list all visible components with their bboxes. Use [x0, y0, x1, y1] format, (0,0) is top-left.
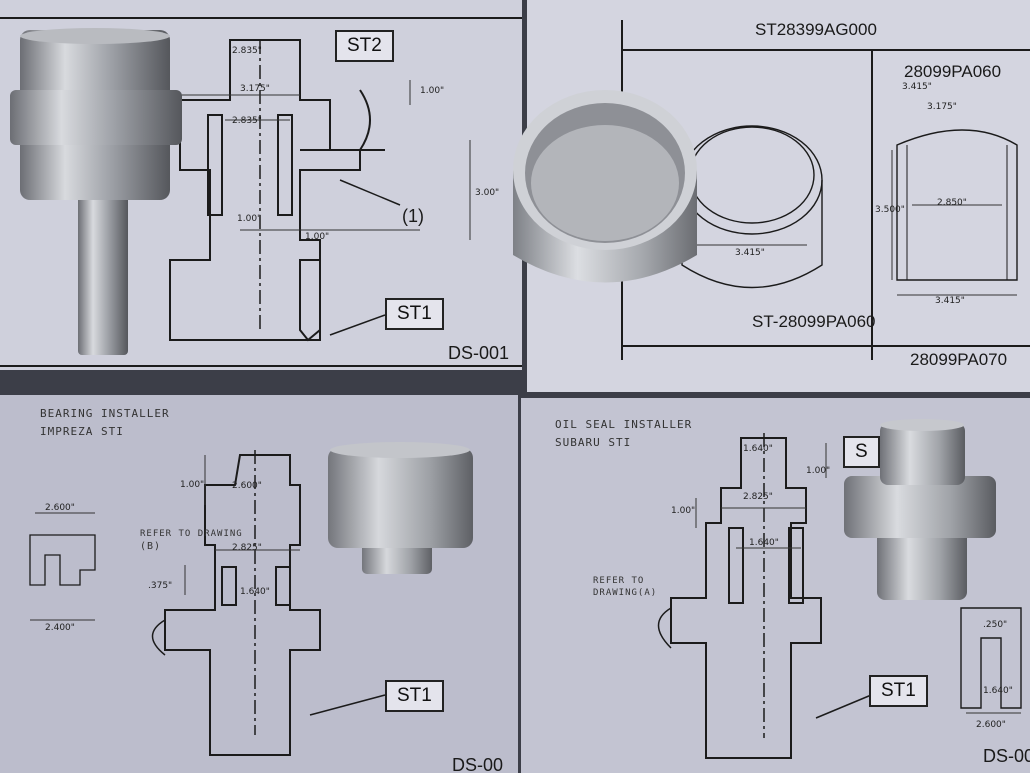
dimension-label: 1.640"	[743, 444, 773, 454]
dimension-label: 2.600"	[45, 503, 75, 513]
reference-note: REFER TO DRAWING	[140, 529, 243, 539]
dimension-label: 3.415"	[935, 296, 965, 306]
dimension-label: 1.00"	[237, 214, 262, 224]
reference-note: DRAWING(A)	[593, 588, 658, 598]
dimension-label: 2.835"	[232, 46, 262, 56]
drawing-subtitle: SUBARU STI	[555, 436, 632, 449]
dimension-label: 1.00"	[305, 232, 330, 242]
drawing-title: BEARING INSTALLER	[40, 407, 170, 420]
sheet1-linework	[0, 17, 522, 367]
part-number-label: 28099PA070	[910, 350, 1008, 369]
dimension-label: 1.00"	[420, 86, 445, 96]
dimension-label: 3.00"	[475, 188, 500, 198]
part-number-label: ST28399AG000	[755, 20, 877, 39]
dimension-label: 2.835"	[232, 116, 262, 126]
dimension-label: 2.400"	[45, 623, 75, 633]
drawing-title: OIL SEAL INSTALLER	[555, 418, 693, 431]
dimension-label: 3.415"	[902, 82, 932, 92]
drawing-subtitle: IMPREZA STI	[40, 425, 124, 438]
sheet-id: DS-00	[983, 746, 1030, 766]
dimension-label: 3.500"	[875, 205, 905, 215]
st1-label: ST1	[385, 298, 444, 330]
st2-label: ST2	[335, 30, 394, 62]
aluminum-installer-tool-photo	[10, 28, 182, 355]
st1-label: ST1	[869, 675, 928, 707]
aluminum-sleeve-photo	[513, 90, 697, 283]
sheet-id: DS-00	[452, 755, 504, 773]
reference-note: REFER TO	[593, 576, 645, 586]
dimension-label: 2.825"	[743, 492, 773, 502]
stepped-installer-tool-photo	[328, 442, 473, 574]
drawing-sheet-ds001: ST2 ST1 (1) DS-001 2.835" 3.175" 2.835" …	[0, 0, 522, 370]
dimension-label: 1.640"	[240, 587, 270, 597]
dimension-label: .250"	[983, 620, 1008, 630]
dimension-label: 2.600"	[232, 481, 262, 491]
dimension-label: 3.175"	[927, 102, 957, 112]
dimension-label: .375"	[148, 581, 173, 591]
sheet-id: DS-001	[448, 343, 510, 363]
dimension-label: 1.00"	[180, 480, 205, 490]
sheet4-linework	[657, 433, 1022, 759]
dimension-label: 2.825"	[232, 543, 262, 553]
dimension-label: 3.415"	[735, 248, 765, 258]
part-number-label: ST-28099PA060	[752, 312, 876, 331]
dimension-label: 3.175"	[240, 84, 270, 94]
dimension-label: 2.600"	[976, 720, 1006, 730]
flanged-installer-tool-photo	[844, 419, 996, 600]
dimension-label: 1.00"	[806, 466, 831, 476]
reference-note: (B)	[140, 541, 162, 552]
dimension-label: 2.850"	[937, 198, 967, 208]
callout-label: (1)	[402, 206, 424, 226]
dimension-label: 1.640"	[983, 686, 1013, 696]
dimension-label: 1.640"	[749, 538, 779, 548]
dimension-label: 1.00"	[671, 506, 696, 516]
part-number-label: 28099PA060	[904, 62, 1002, 81]
st-label-partial: S	[843, 436, 880, 468]
sheet3-linework	[29, 450, 386, 756]
st1-label: ST1	[385, 680, 444, 712]
